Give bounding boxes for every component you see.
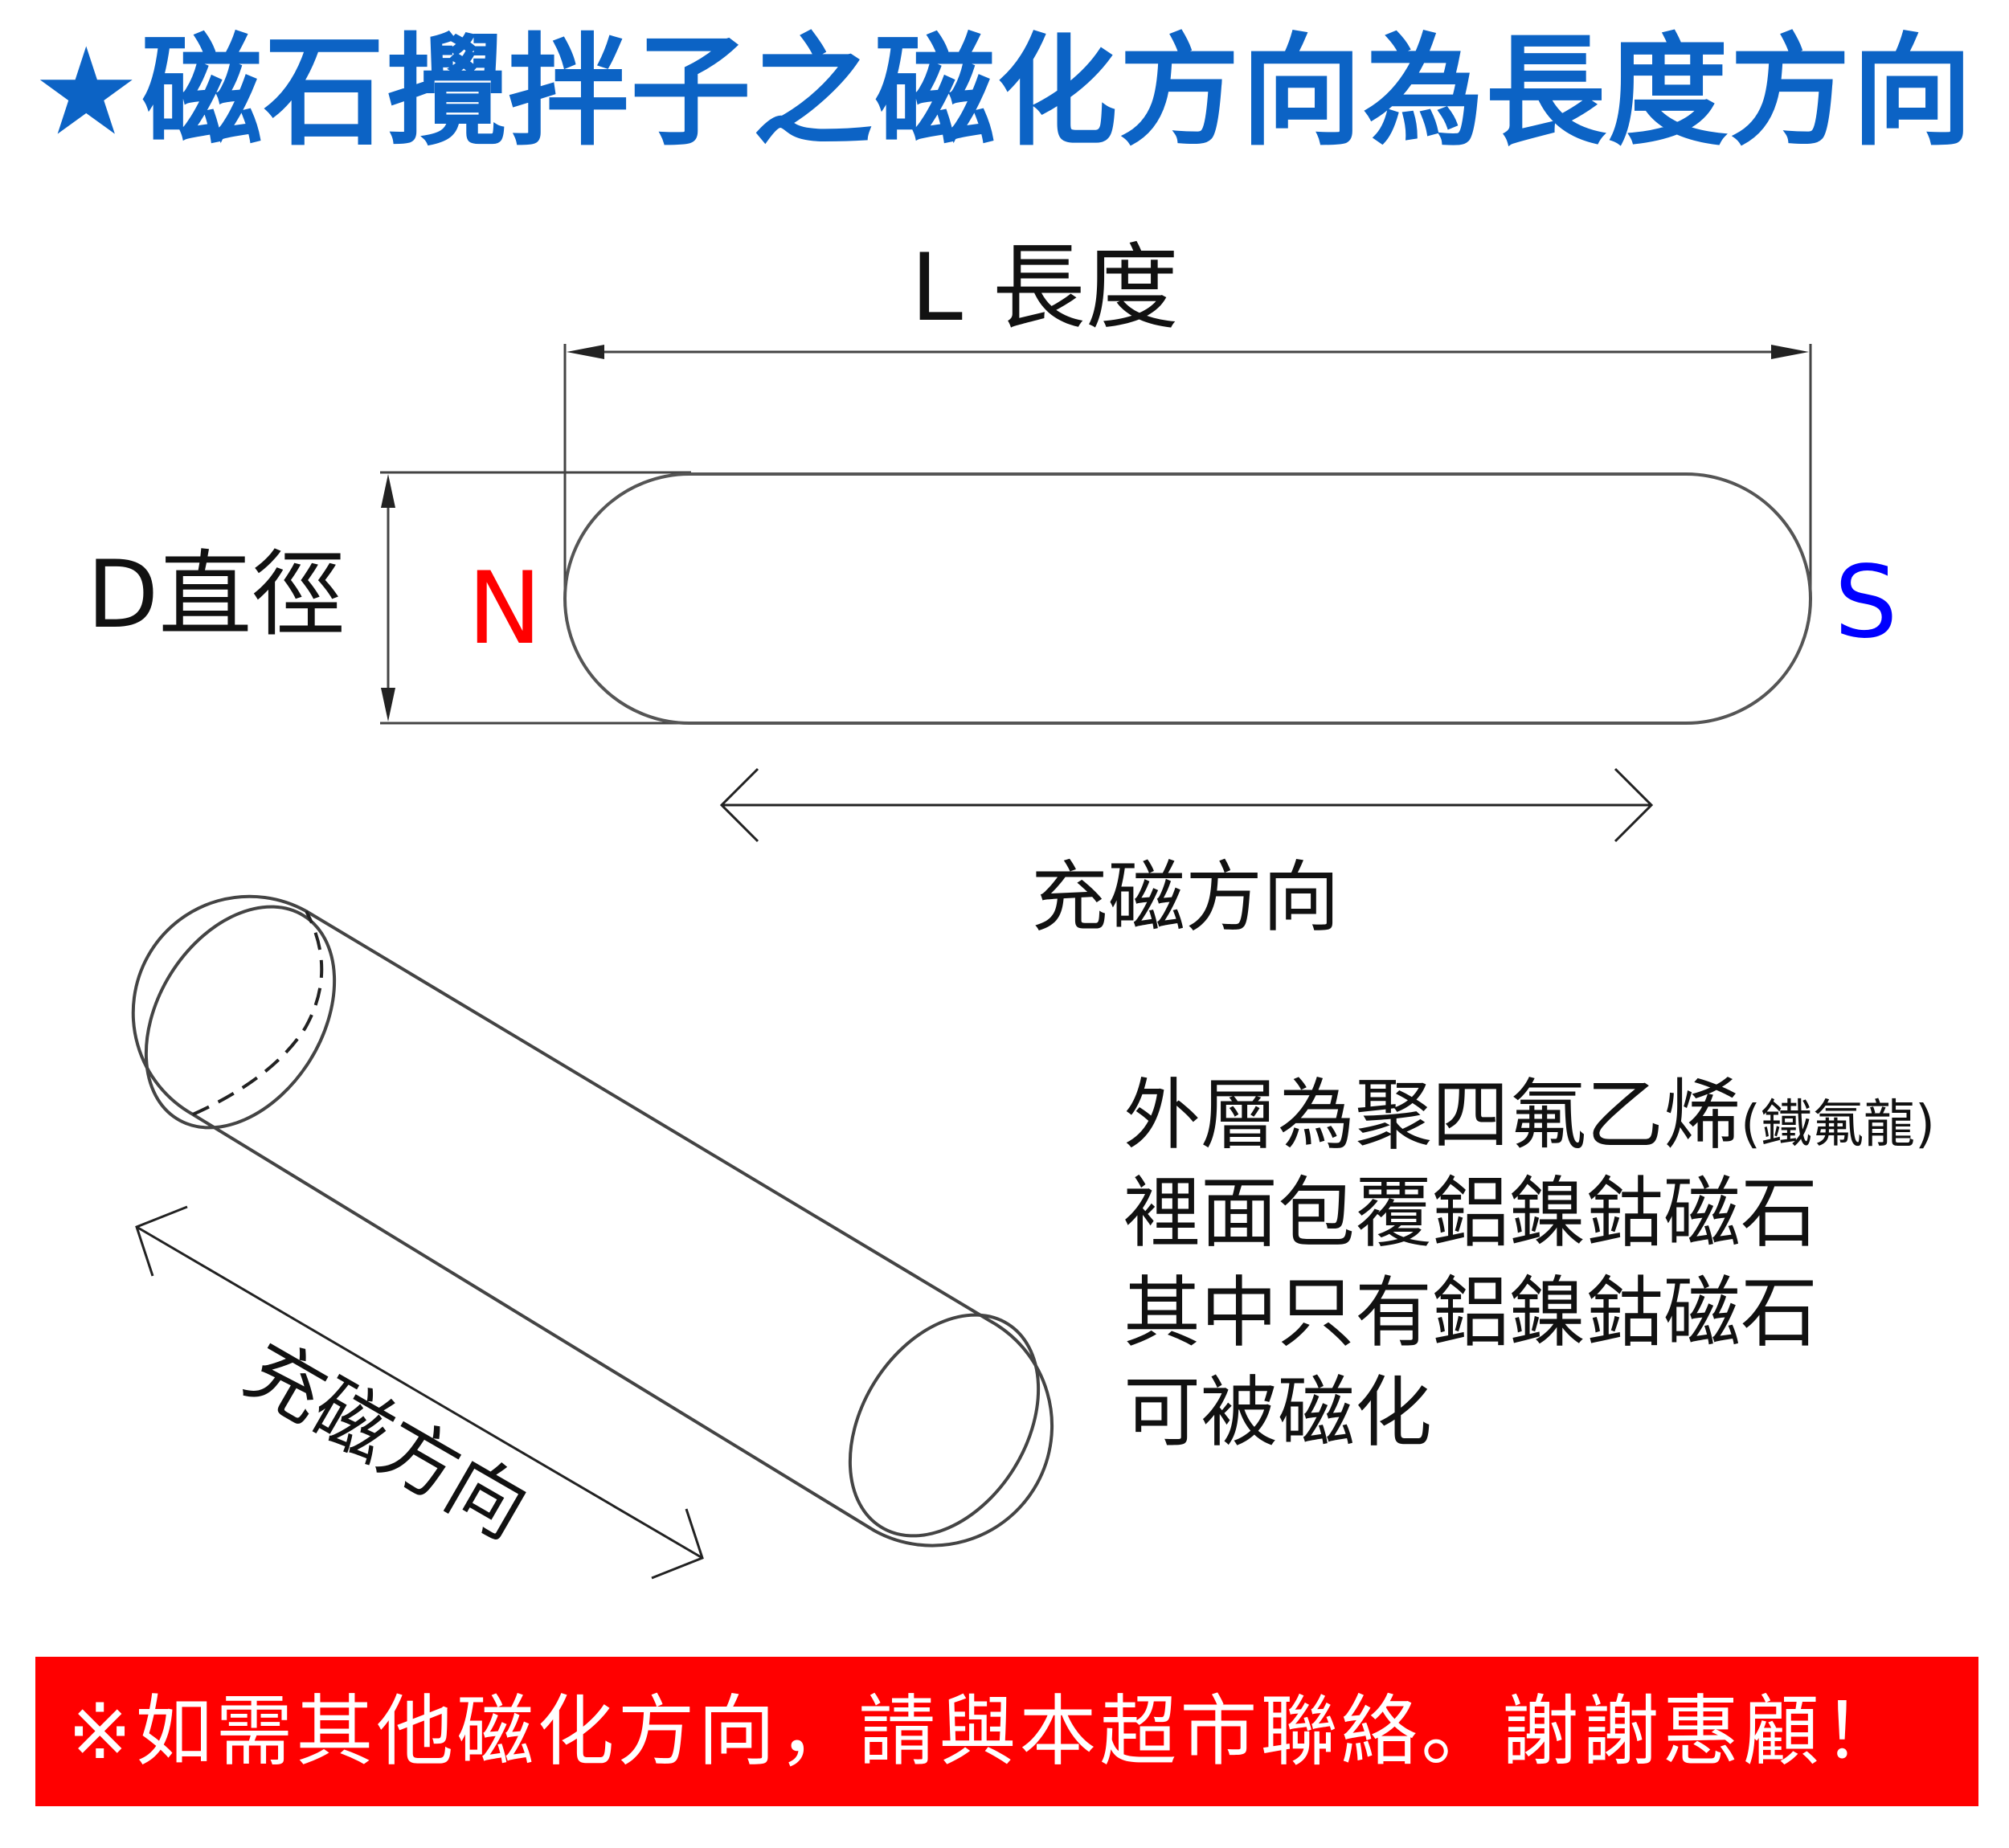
stir-bar-diagram: L 長度 D直徑 N S 充磁方向 充磁方向 (87, 234, 1898, 1580)
diagonal-magnetize-label: 充磁方向 (231, 1324, 543, 1556)
description-line-2: 裡面包覆鋁鎳鈷磁石 (1123, 1168, 1818, 1258)
north-pole-label: N (468, 551, 542, 667)
length-label: L 長度 (910, 234, 1179, 342)
description-line-1-note: (鐵氟龍) (1741, 1095, 1935, 1155)
length-arrowhead-right (1771, 345, 1809, 359)
stir-bar-3d-view (131, 894, 1054, 1547)
diameter-label: D直徑 (87, 541, 345, 649)
diameter-arrowhead-bottom (381, 688, 395, 722)
stir-bar-side-view (563, 472, 1812, 725)
description-line-4: 可被磁化 (1123, 1368, 1432, 1458)
magnetize-arrow (719, 767, 1654, 843)
diameter-dimension (380, 471, 691, 725)
page-title: ★磁石攪拌子之磁化方向為長度方向 (32, 22, 1974, 162)
description-line-3: 其中只有鋁鎳鈷磁石 (1123, 1268, 1818, 1358)
description-line-1-text: 外層為聚四氟乙烯 (1123, 1070, 1741, 1160)
magnetize-direction-label: 充磁方向 (1031, 852, 1340, 942)
hidden-edge (192, 910, 324, 1116)
contact-banner: ※如需其他磁化方向，請與本超市聯絡。謝謝惠顧！ (35, 1657, 1978, 1806)
diagonal-magnetize-arrow (135, 1205, 704, 1580)
description-line-1: 外層為聚四氟乙烯(鐵氟龍) (1123, 1067, 1935, 1173)
south-pole-label: S (1835, 545, 1898, 660)
diameter-arrowhead-top (381, 474, 395, 508)
length-arrowhead-left (567, 345, 604, 359)
